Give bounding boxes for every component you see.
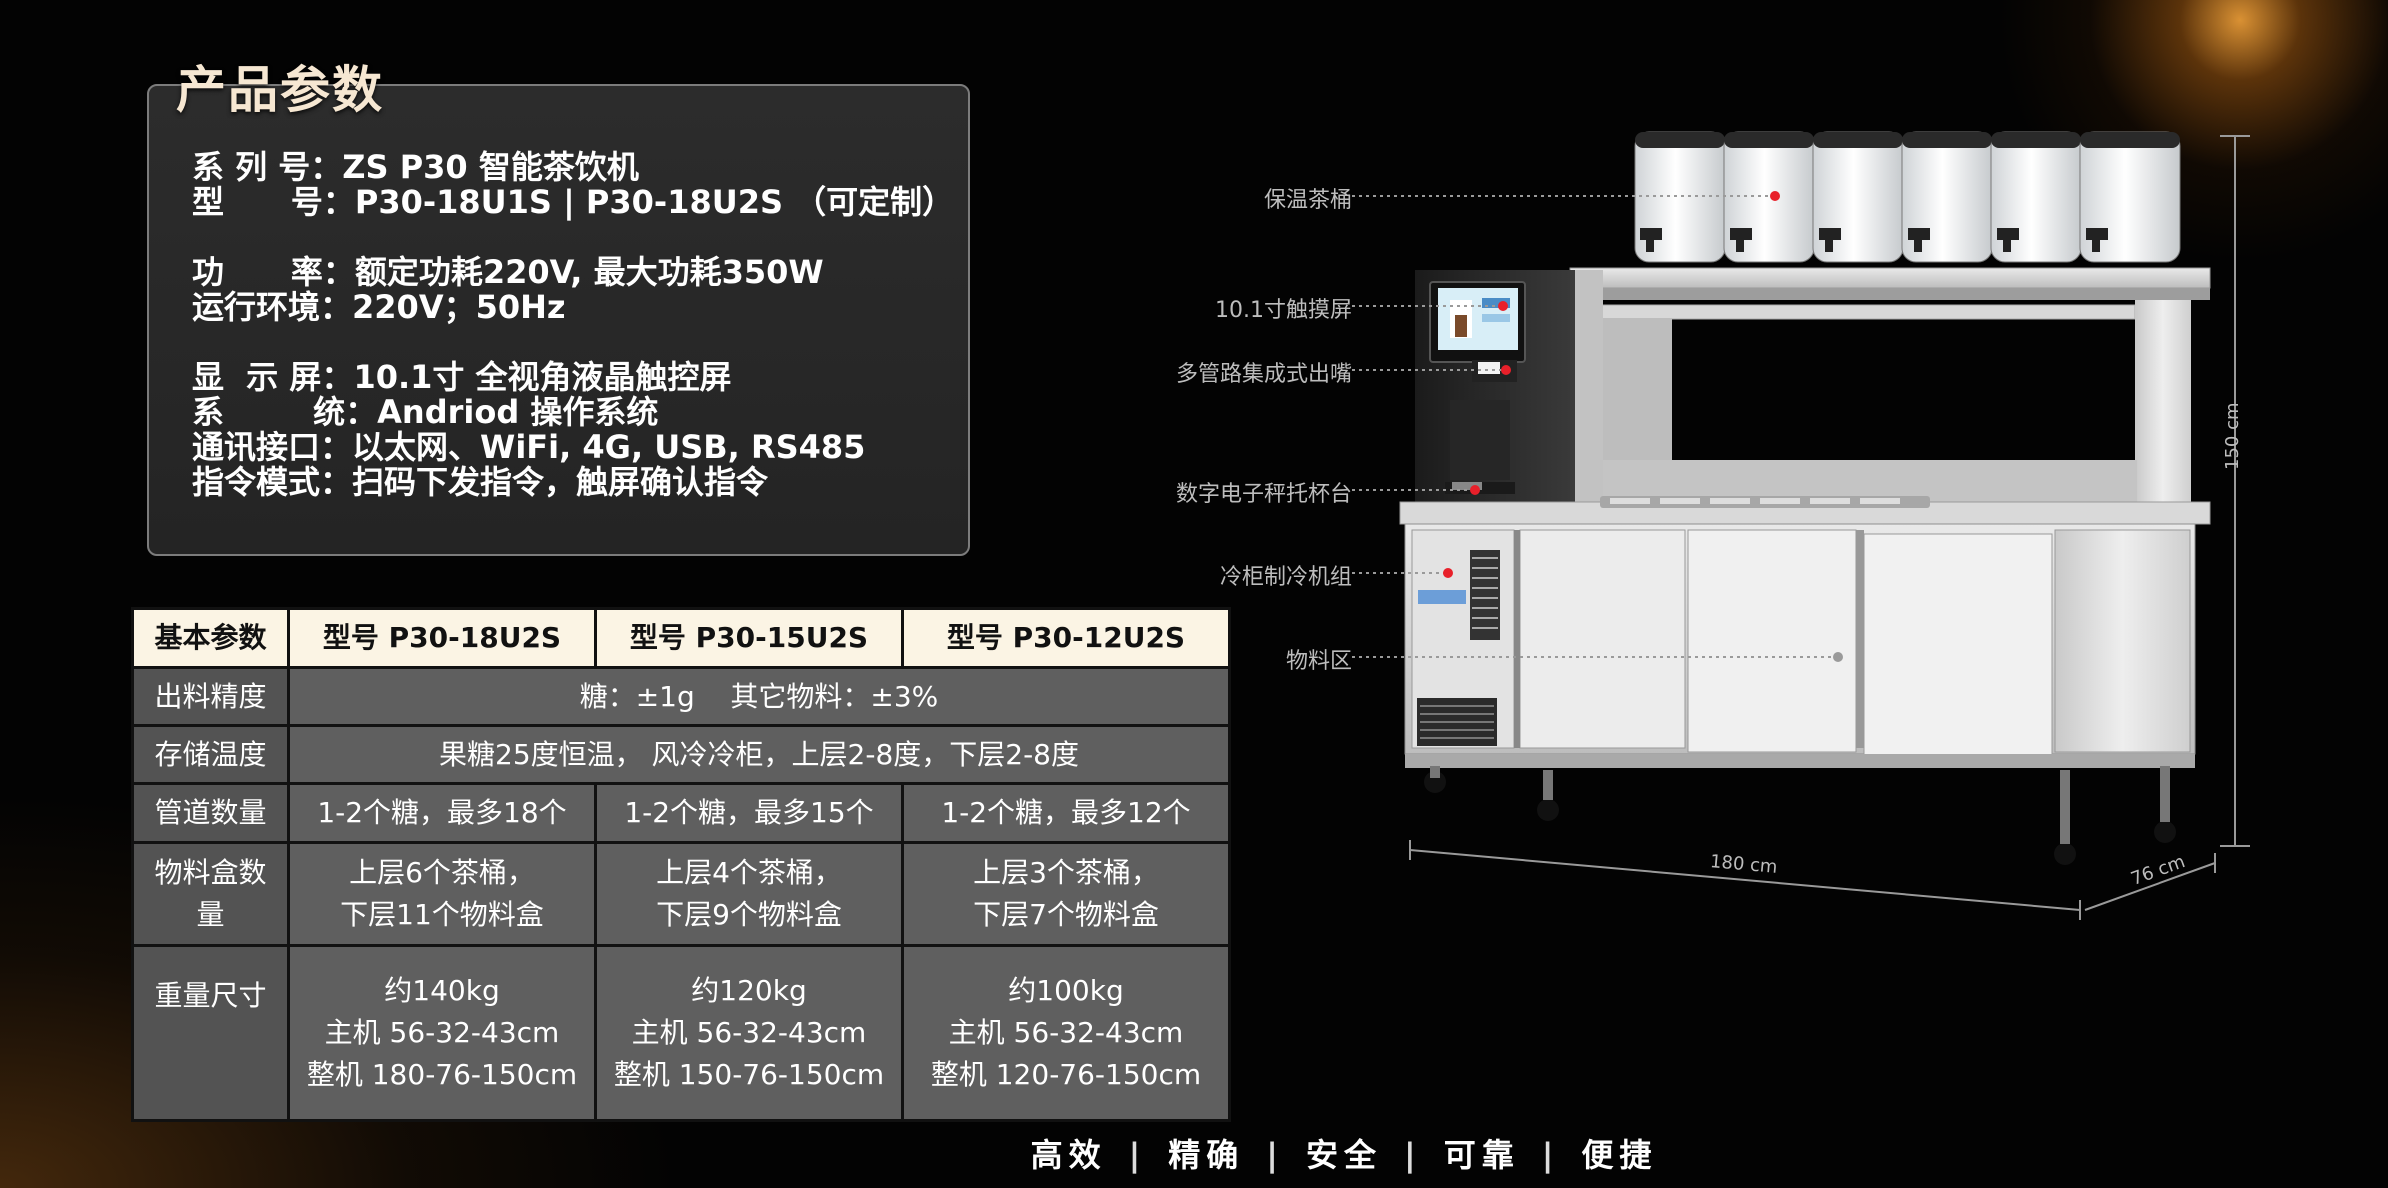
- dimension-height: 150 cm: [2222, 402, 2243, 470]
- spec-power: 功 率：额定功耗220V, 最大功耗350W: [192, 253, 824, 291]
- table-header-18u2s: 型号 P30-18U2S: [287, 607, 597, 669]
- slogan-convenient: 便捷: [1581, 1136, 1658, 1174]
- cell-boxes-15: 上层4个茶桶， 下层9个物料盒: [594, 841, 904, 947]
- spec-series: 系 列 号：ZS P30 智能茶饮机: [192, 148, 639, 186]
- table-row: 管道数量 1-2个糖，最多18个 1-2个糖，最多15个 1-2个糖，最多12个: [131, 782, 1231, 844]
- section-title: 产品参数: [176, 61, 384, 119]
- cell-pipes-12: 1-2个糖，最多12个: [901, 782, 1231, 844]
- spec-environment: 运行环境：220V；50Hz: [192, 288, 566, 326]
- spec-model: 型 号：P30-18U1S | P30-18U2S （可定制）: [192, 183, 955, 221]
- callout-tea-barrel: 保温茶桶: [1263, 188, 1352, 213]
- table-row: 物料盒数 量 上层6个茶桶， 下层11个物料盒 上层4个茶桶， 下层9个物料盒 …: [131, 841, 1231, 947]
- slogan-precise: 精确: [1168, 1136, 1245, 1174]
- table-header-12u2s: 型号 P30-12U2S: [901, 607, 1231, 669]
- refrigerated-cabinet: [1404, 523, 2196, 865]
- table-row: 存储温度 果糖25度恒温， 风冷冷柜，上层2-8度，下层2-8度: [131, 724, 1231, 785]
- callout-cooling: 冷柜制冷机组: [1219, 565, 1352, 590]
- spec-display: 显 示 屏：10.1寸 全视角液晶触控屏: [192, 358, 732, 396]
- callout-touchscreen: 10.1寸触摸屏: [1215, 298, 1352, 323]
- scale-dot: [1470, 485, 1480, 495]
- parameter-table: 基本参数 型号 P30-18U2S 型号 P30-15U2S 型号 P30-12…: [131, 607, 1231, 1122]
- table-row: 重量尺寸 约140kg 主机 56-32-43cm 整机 180-76-150c…: [131, 944, 1231, 1122]
- material-dot: [1833, 652, 1843, 662]
- product-illustration: 保温茶桶 10.1寸触摸屏 多管路集成式出嘴 数字电子秤托杯台 冷柜制冷机组 物…: [1130, 110, 2270, 940]
- row-label-weight: 重量尺寸: [131, 944, 290, 1122]
- slogan: 高效|精确|安全|可靠|便捷: [1030, 1136, 1658, 1174]
- slogan-reliable: 可靠: [1443, 1136, 1520, 1174]
- callout-scale: 数字电子秤托杯台: [1175, 482, 1352, 507]
- table-header-row: 基本参数 型号 P30-18U2S 型号 P30-15U2S 型号 P30-12…: [131, 607, 1231, 669]
- callout-material: 物料区: [1285, 649, 1352, 674]
- cooling-dot: [1443, 568, 1453, 578]
- nozzle-dot: [1501, 365, 1511, 375]
- spec-system: 系 统：Andriod 操作系统: [192, 393, 659, 431]
- cell-accuracy: 糖：±1g 其它物料：±3%: [287, 666, 1231, 727]
- spec-list: 系 列 号：ZS P30 智能茶饮机 型 号：P30-18U1S | P30-1…: [192, 150, 954, 500]
- spec-interfaces: 通讯接口：以太网、WiFi, 4G, USB, RS485: [192, 428, 866, 466]
- slogan-efficient: 高效: [1030, 1136, 1107, 1174]
- spec-command-mode: 指令模式：扫码下发指令，触屏确认指令: [192, 463, 769, 501]
- cell-pipes-18: 1-2个糖，最多18个: [287, 782, 597, 844]
- callout-nozzle: 多管路集成式出嘴: [1175, 362, 1352, 387]
- row-label-storage: 存储温度: [131, 724, 290, 785]
- tea-barrel-dot: [1770, 191, 1780, 201]
- tea-barrels: [1634, 131, 2181, 263]
- row-label-accuracy: 出料精度: [131, 666, 290, 727]
- touchscreen-dot: [1498, 301, 1508, 311]
- cell-boxes-18: 上层6个茶桶， 下层11个物料盒: [287, 841, 597, 947]
- table-header-basic: 基本参数: [131, 607, 290, 669]
- cell-weight-15: 约120kg 主机 56-32-43cm 整机 150-76-150cm: [594, 944, 904, 1122]
- row-label-boxes: 物料盒数 量: [131, 841, 290, 947]
- cell-weight-18: 约140kg 主机 56-32-43cm 整机 180-76-150cm: [287, 944, 597, 1122]
- cell-boxes-12: 上层3个茶桶， 下层7个物料盒: [901, 841, 1231, 947]
- row-label-pipes: 管道数量: [131, 782, 290, 844]
- dimension-lines: [1409, 135, 2250, 920]
- callout-lines: [1352, 195, 1838, 658]
- slogan-safe: 安全: [1305, 1136, 1382, 1174]
- table-header-15u2s: 型号 P30-15U2S: [594, 607, 904, 669]
- machine-drawing: [1352, 131, 2250, 920]
- cell-pipes-15: 1-2个糖，最多15个: [594, 782, 904, 844]
- table-row: 出料精度 糖：±1g 其它物料：±3%: [131, 666, 1231, 727]
- cell-storage: 果糖25度恒温， 风冷冷柜，上层2-8度，下层2-8度: [287, 724, 1231, 785]
- cell-weight-12: 约100kg 主机 56-32-43cm 整机 120-76-150cm: [901, 944, 1231, 1122]
- spec-panel: [147, 84, 970, 556]
